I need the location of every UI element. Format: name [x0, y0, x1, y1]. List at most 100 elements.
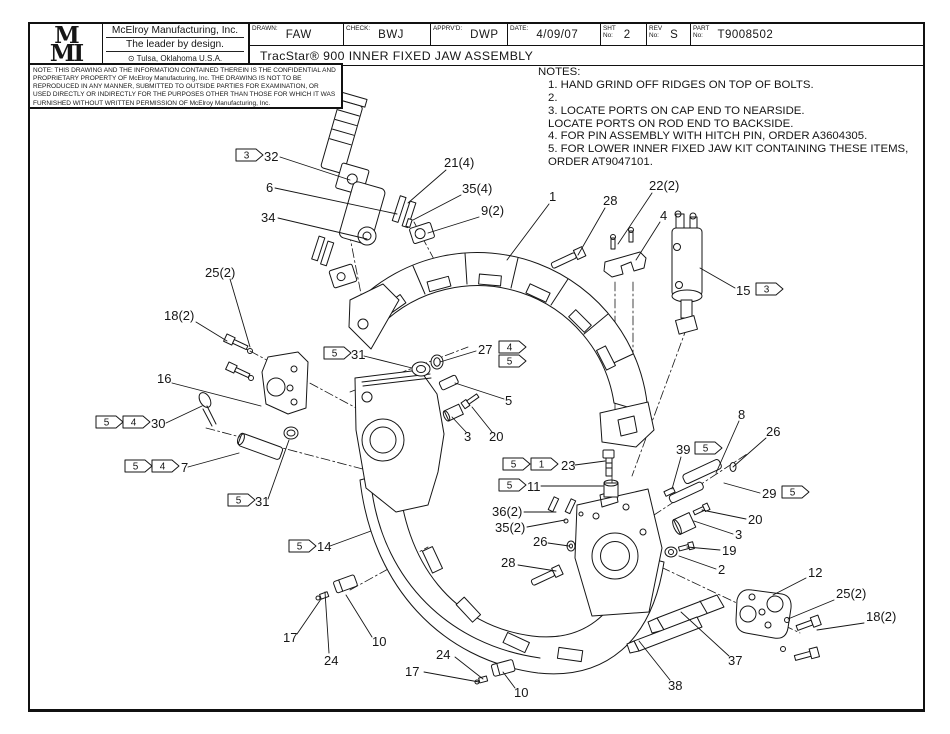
pivot-plate-16: [261, 351, 309, 415]
svg-text:5: 5: [507, 481, 513, 492]
pivot-plate-12: [735, 589, 792, 639]
callout-18(2): 18(2): [816, 609, 896, 631]
svg-text:1: 1: [549, 189, 556, 204]
bolt-28-upper: [550, 246, 587, 269]
callout-4: 4: [635, 208, 667, 261]
svg-text:24: 24: [436, 647, 450, 662]
cylinder-body: [339, 181, 386, 245]
hitch-pin-30: [198, 392, 217, 427]
svg-text:24: 24: [324, 653, 338, 668]
svg-text:20: 20: [748, 512, 762, 527]
oring-27: [430, 354, 444, 370]
callout-35(2): 35(2): [495, 519, 566, 535]
svg-text:5: 5: [703, 444, 709, 455]
wedge-37: [647, 594, 725, 634]
cylinder-eye: [357, 226, 377, 246]
lower-pins-and-bracket: [311, 235, 358, 289]
callout-24: 24: [324, 591, 338, 668]
svg-text:19: 19: [722, 543, 736, 558]
pin-5: [438, 374, 459, 391]
callout-22(2): 22(2): [617, 178, 679, 245]
callout-10: 10: [345, 594, 386, 649]
svg-text:15: 15: [736, 283, 750, 298]
svg-text:4: 4: [160, 462, 166, 473]
svg-text:28: 28: [501, 555, 515, 570]
logo-line-2: MI: [49, 39, 84, 67]
callout-8: 8: [715, 407, 745, 474]
callout-16: 16: [157, 371, 262, 407]
svg-text:28: 28: [603, 193, 617, 208]
wedge-38: [626, 616, 703, 654]
callout-20: 20: [471, 406, 503, 444]
note-item: 4. FOR PIN ASSEMBLY WITH HITCH PIN, ORDE…: [548, 130, 868, 143]
hydraulic-cylinder: [320, 91, 386, 246]
lower-fixed-jaw: [354, 369, 665, 675]
jaw-pin-29: [668, 481, 704, 504]
svg-text:18(2): 18(2): [866, 609, 896, 624]
svg-text:5: 5: [133, 462, 139, 473]
confidentiality-note: NOTE: THIS DRAWING AND THE INFORMATION C…: [28, 63, 343, 109]
svg-text:11: 11: [527, 479, 541, 494]
clip-10-left: [315, 574, 358, 601]
svg-text:35(4): 35(4): [462, 181, 492, 196]
svg-text:29: 29: [762, 486, 776, 501]
svg-text:37: 37: [728, 653, 742, 668]
flag-5: [498, 354, 527, 368]
setscrew-dot: [248, 375, 254, 381]
ring-left-end: [348, 283, 400, 350]
svg-text:34: 34: [261, 210, 275, 225]
bolt-23: [602, 449, 615, 477]
callout-34: 34: [261, 210, 368, 240]
callout-3: 3: [451, 416, 471, 444]
field-sheet-no: SHT No: 2: [600, 24, 646, 45]
svg-text:27: 27: [478, 342, 492, 357]
setscrew-dot: [247, 348, 253, 354]
flag-5: [498, 478, 527, 492]
flag-5: [781, 485, 810, 499]
field-apprvd: APPRV'D: DWP: [430, 24, 507, 45]
flag-5: [502, 457, 531, 471]
notes-heading: NOTES:: [538, 66, 581, 78]
callout-5: 5: [454, 382, 512, 408]
callout-25(2): 25(2): [787, 586, 866, 620]
flag-3: [235, 148, 264, 162]
callout-11: 5 11: [498, 478, 604, 494]
flag-1: [530, 457, 559, 471]
svg-text:7: 7: [181, 460, 188, 475]
callout-2: 2: [678, 555, 725, 577]
flag-5: [323, 346, 352, 360]
callout-25(2): 25(2): [205, 265, 251, 348]
callout-29: 529: [723, 482, 810, 501]
svg-text:3: 3: [244, 151, 250, 162]
note-item: 1. HAND GRIND OFF RIDGES ON TOP OF BOLTS…: [548, 78, 814, 91]
svg-text:4: 4: [131, 418, 137, 429]
bolt-20-right: [692, 502, 711, 516]
svg-text:38: 38: [668, 678, 682, 693]
callout-18(2): 18(2): [164, 308, 228, 342]
flag-4: [122, 415, 151, 429]
callout-19: 19: [686, 543, 736, 558]
flag-5: [694, 441, 723, 455]
company-logo: M MI: [30, 24, 103, 65]
flag-5: [124, 459, 153, 473]
svg-text:17: 17: [283, 630, 297, 645]
svg-text:8: 8: [738, 407, 745, 422]
svg-text:12: 12: [808, 565, 822, 580]
flag-5: [95, 415, 124, 429]
svg-text:5: 5: [297, 542, 303, 553]
field-part-no: PART No: T9008502: [690, 24, 923, 45]
flag-4: [498, 340, 527, 354]
upper-jaw-ring: [348, 252, 655, 448]
svg-text:26: 26: [766, 424, 780, 439]
field-rev-no: REV No: S: [646, 24, 690, 45]
svg-text:35(2): 35(2): [495, 520, 525, 535]
flag-5: [288, 539, 317, 553]
bolt-20-mid: [460, 393, 480, 410]
note-item: 3. LOCATE PORTS ON CAP END TO NEARSIDE. …: [548, 104, 805, 130]
callout-17: 17: [283, 598, 322, 645]
svg-text:20: 20: [489, 429, 503, 444]
